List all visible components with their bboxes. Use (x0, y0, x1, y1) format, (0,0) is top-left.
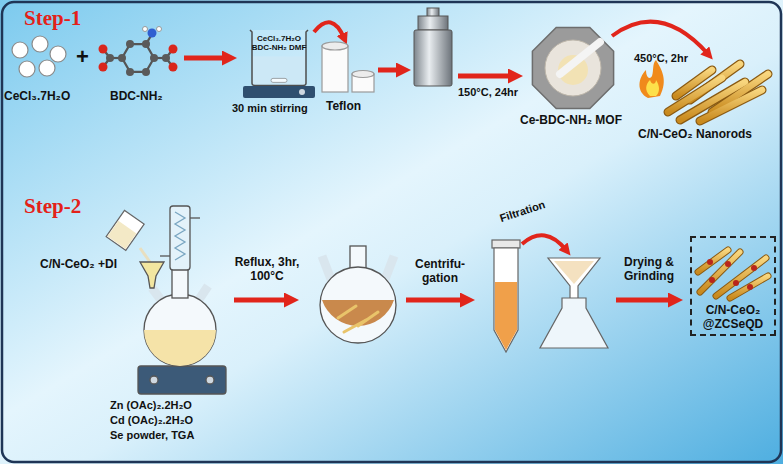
reaction-beaker: CeCl₃.7H₂O BDC-NH₂ DMF (248, 29, 310, 86)
reflux-setup (138, 206, 226, 394)
autoclave (414, 8, 452, 86)
condition-label: 450°C, 2hr (634, 52, 688, 65)
condition-label: 150°C, 24hr (458, 86, 518, 99)
process-arrow (458, 74, 514, 79)
mortar-photo (532, 27, 613, 108)
node-text: CeCl₃.7H₂O BDC-NH₂ DMF (248, 34, 310, 52)
product-flask (320, 246, 396, 343)
reagent-label: CeCl₃.7H₂O (4, 90, 70, 104)
reagent-label: Cd (OAc)₂.2H₂O (110, 414, 193, 427)
stirrer-plate (243, 86, 315, 98)
reagent-label: Se powder, TGA (110, 429, 194, 442)
pouring-beaker (106, 210, 144, 250)
reagent-label: BDC-NH₂ (110, 90, 163, 104)
process-arrow (616, 298, 674, 303)
step-heading: Step-1 (24, 6, 81, 30)
pour-stream (140, 248, 150, 262)
process-arrow (612, 22, 708, 54)
node-text: C/N-CeO₂ @ZCSeQD (692, 304, 774, 332)
process-arrow (184, 56, 228, 61)
step-note: 30 min stirring (232, 102, 308, 115)
process-arrow (378, 68, 402, 73)
centrifuge-tube (492, 240, 520, 352)
product-label: C/N-CeO₂ Nanorods (638, 128, 752, 142)
part-label: Teflon (326, 100, 361, 114)
product-box: C/N-CeO₂ @ZCSeQD (690, 236, 776, 336)
step-label: Drying & Grinding (612, 256, 686, 284)
process-arrow (314, 22, 344, 38)
flame-icon (640, 60, 664, 98)
teflon-liner (322, 42, 374, 92)
reagent-label: C/N-CeO₂ +DI (40, 258, 117, 272)
plus-sign: + (76, 44, 89, 69)
reagent-label: Zn (OAc)₂.2H₂O (110, 399, 192, 412)
decorated-nanorods (698, 250, 768, 298)
nanorods (668, 64, 768, 121)
process-arrow (522, 235, 566, 250)
filtration-flask (540, 258, 608, 348)
linker-molecule (99, 27, 178, 76)
step-label: Centrifu- gation (404, 258, 476, 286)
condition-label: Reflux, 3hr, 100°C (228, 256, 306, 284)
product-label: Ce-BDC-NH₂ MOF (520, 114, 622, 128)
step-heading: Step-2 (24, 194, 81, 218)
process-arrow (406, 298, 466, 303)
process-arrow (234, 298, 290, 303)
cerium-salt-crystals (12, 36, 66, 77)
